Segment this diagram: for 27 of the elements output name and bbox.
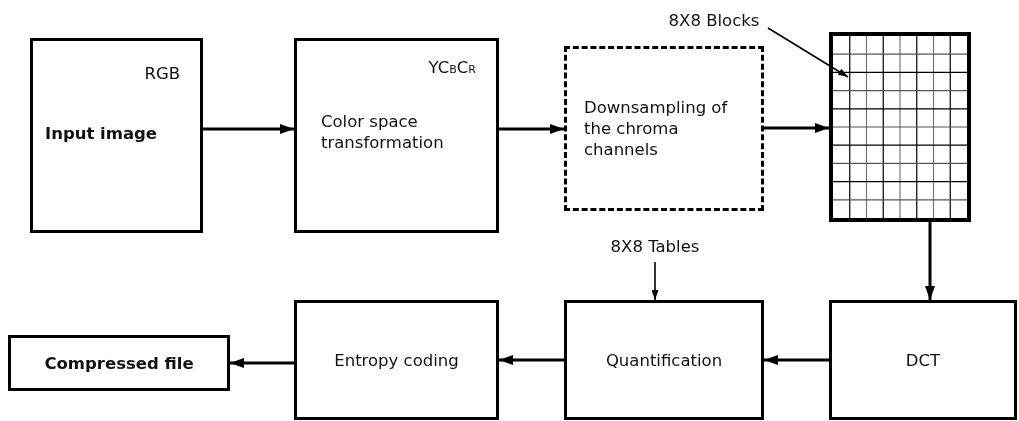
box-title: DCT — [905, 349, 941, 371]
box-title: Quantification — [605, 349, 723, 371]
box-title: Color space transformation — [321, 111, 445, 153]
process-box — [829, 300, 1017, 420]
process-box — [294, 300, 499, 420]
process-box — [30, 38, 203, 233]
box-title: Compressed file — [44, 352, 194, 374]
arrow — [499, 124, 564, 134]
arrow — [230, 358, 294, 368]
arrow — [764, 355, 829, 365]
arrow — [203, 124, 294, 134]
box-title: Input image — [45, 123, 159, 144]
process-box — [564, 46, 764, 211]
process-box — [294, 38, 499, 233]
box-title: Downsampling of the chroma channels — [584, 97, 729, 160]
arrow — [764, 123, 829, 133]
annotation-text: 8X8 Blocks — [668, 9, 760, 31]
box-title: Entropy coding — [334, 349, 459, 371]
color-model-label: RGB — [144, 63, 180, 84]
arrow — [499, 355, 564, 365]
arrow — [925, 222, 935, 300]
leader-line — [767, 27, 849, 78]
process-box — [564, 300, 764, 420]
block-grid-drawing — [829, 32, 971, 222]
leader-line — [651, 261, 659, 301]
output-box — [8, 335, 230, 391]
annotation-text: 8X8 Tables — [610, 235, 700, 257]
